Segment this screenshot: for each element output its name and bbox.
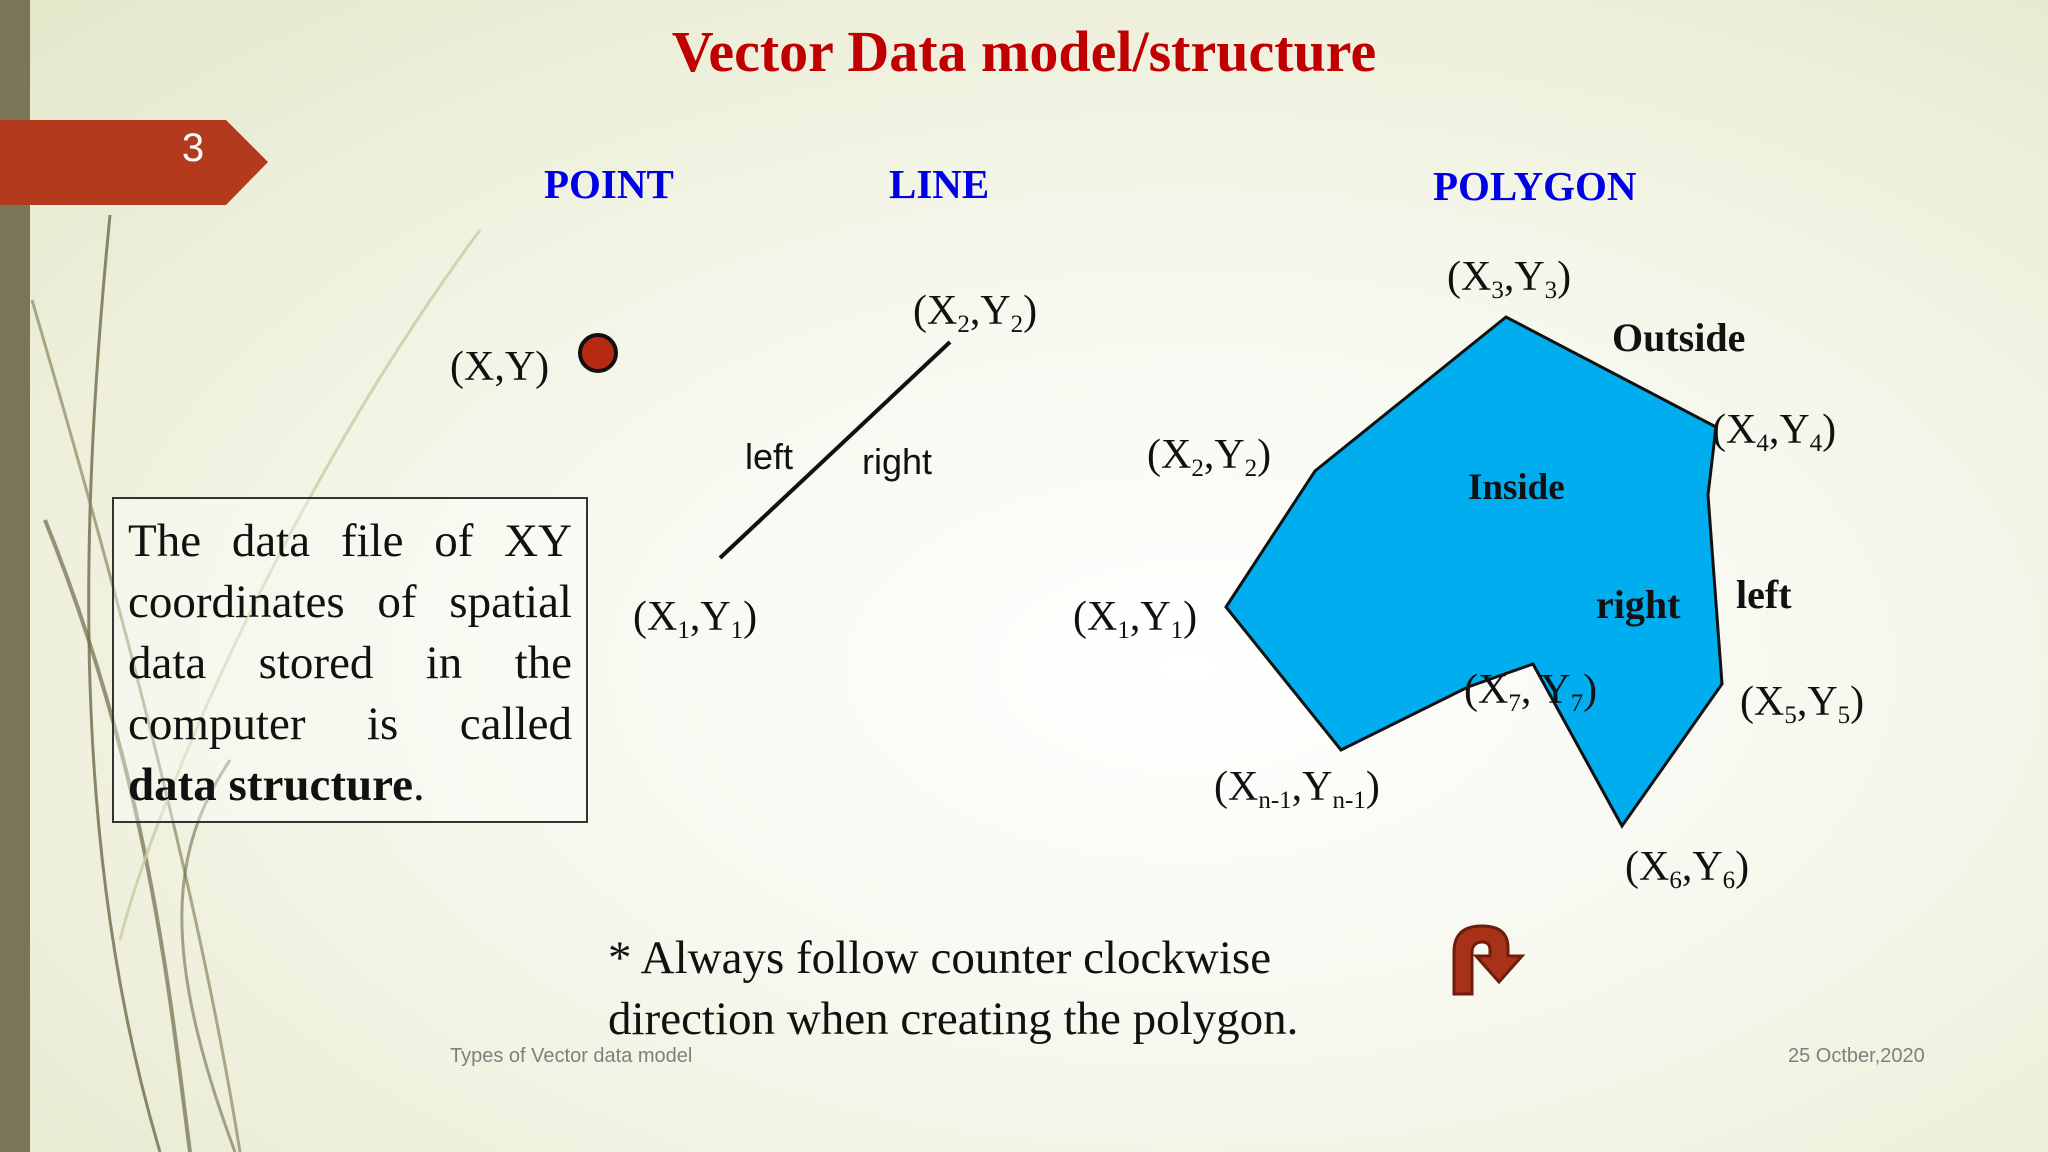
line-end-coordinate: (X2,Y2)	[913, 287, 1037, 335]
definition-text: The data file of XY coordinates of spati…	[128, 511, 572, 816]
polygon-inside-label: Inside	[1468, 466, 1565, 509]
polygon-outside-label: Outside	[1612, 314, 1745, 361]
definition-term: data structure	[128, 759, 413, 811]
line-start-coordinate: (X1,Y1)	[633, 593, 757, 641]
polygon-vertex-3-label: (X3,Y3)	[1447, 253, 1571, 301]
definition-box: The data file of XY coordinates of spati…	[112, 497, 588, 823]
polygon-vertex-1-label: (X1,Y1)	[1073, 593, 1197, 641]
polygon-shape	[1226, 317, 1722, 826]
footer-date: 25 Octber,2020	[1788, 1045, 1925, 1068]
line-left-label: left	[745, 436, 793, 478]
polygon-vertex-6-label: (X6,Y6)	[1625, 843, 1749, 891]
point-coordinate-label: (X,Y)	[450, 343, 549, 391]
polygon-vertex-2-label: (X2,Y2)	[1147, 431, 1271, 479]
polygon-vertex-4-label: (X4,Y4)	[1712, 406, 1836, 454]
polygon-vertex-n-1-label: (Xn-1,Yn-1)	[1214, 763, 1380, 811]
polygon-right-label: right	[1596, 581, 1680, 628]
footer-left: Types of Vector data model	[450, 1045, 692, 1068]
counter-clockwise-note: * Always follow counter clockwise direct…	[608, 928, 1388, 1050]
polygon-left-label: left	[1736, 571, 1792, 618]
line-right-label: right	[862, 441, 932, 483]
polygon-vertex-7-label: (X7, Y7)	[1464, 666, 1597, 714]
point-marker	[580, 335, 616, 371]
u-turn-arrow-icon	[1454, 926, 1522, 994]
polygon-vertex-5-label: (X5,Y5)	[1740, 678, 1864, 726]
